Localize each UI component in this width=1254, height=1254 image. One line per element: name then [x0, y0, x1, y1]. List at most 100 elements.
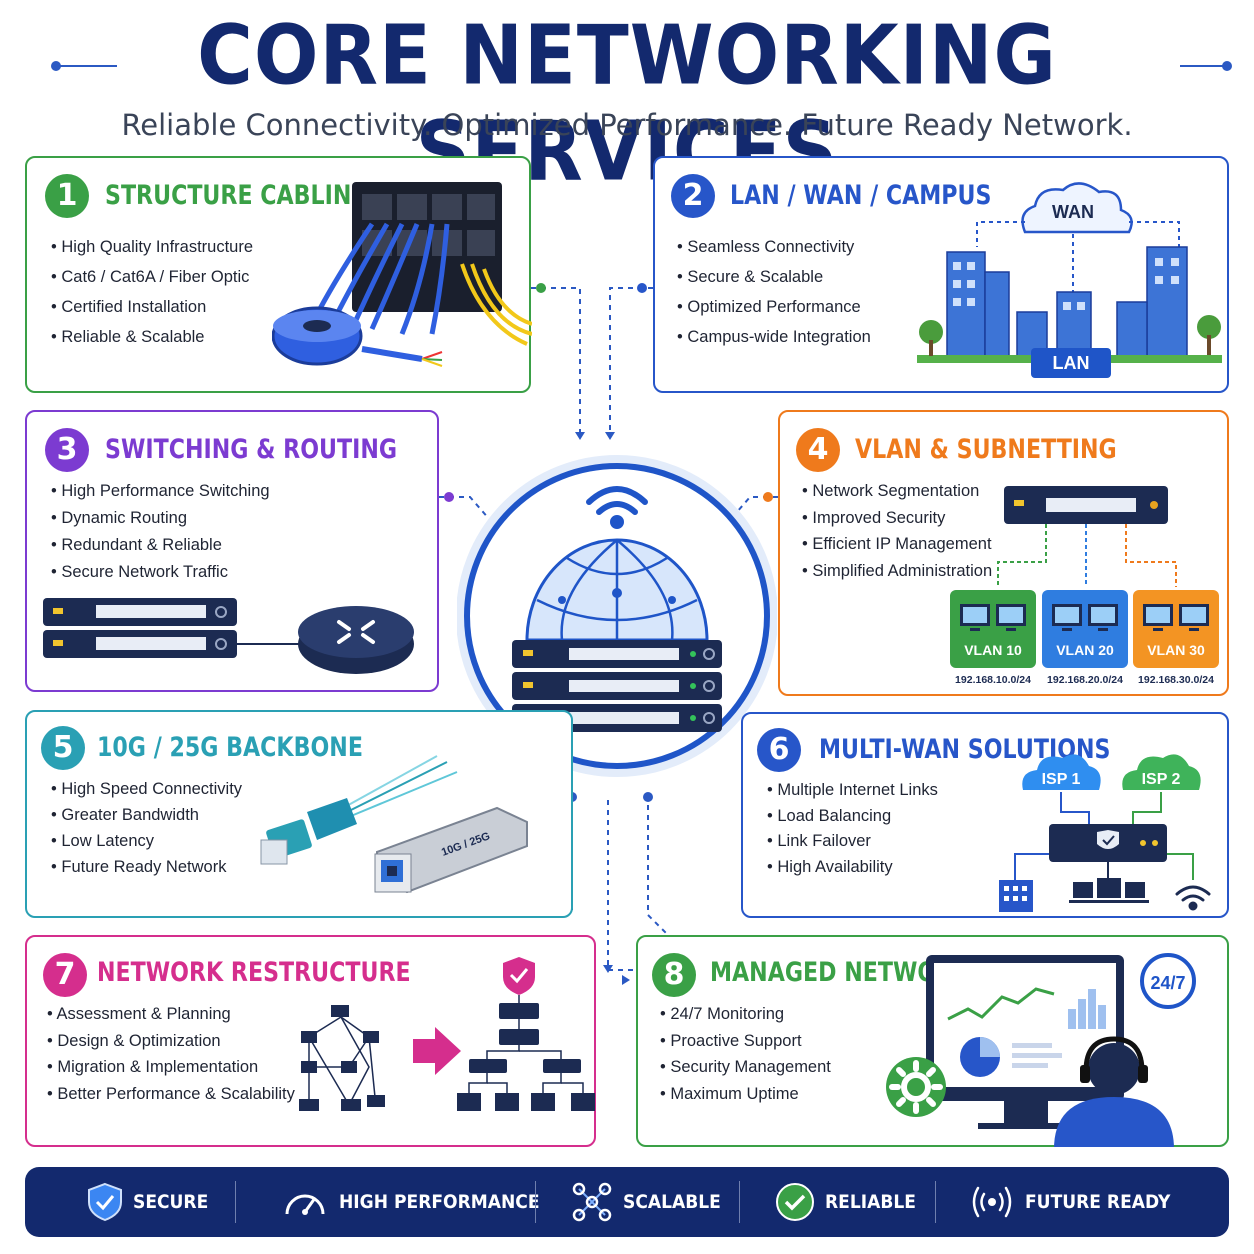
- card-number-badge: 7: [43, 953, 87, 997]
- vlan-name: VLAN 10: [964, 642, 1022, 658]
- router-icon: [1049, 824, 1167, 862]
- divider: [535, 1181, 536, 1223]
- bullet-item: Simplified Administration: [802, 558, 992, 585]
- card-lan-wan-campus: 2 LAN / WAN / CAMPUS Seamless Connectivi…: [653, 156, 1229, 393]
- isp-2-label: ISP 2: [1142, 771, 1181, 788]
- card-title: SWITCHING & ROUTING: [105, 434, 398, 465]
- router-icon: [298, 606, 414, 674]
- vlan-box-10: VLAN 10: [950, 590, 1036, 668]
- bullet-item: Certified Installation: [51, 292, 253, 322]
- isp-1-cloud-icon: ISP 1: [1022, 754, 1101, 790]
- bullet-item: Security Management: [660, 1054, 831, 1081]
- feature-label: SECURE: [133, 1191, 209, 1213]
- card-number-badge: 2: [671, 174, 715, 218]
- bullet-item: Proactive Support: [660, 1028, 831, 1055]
- bullet-item: Design & Optimization: [47, 1028, 295, 1055]
- divider: [235, 1181, 236, 1223]
- campus-network-illustration: WAN LAN: [917, 182, 1222, 378]
- features-bar: SECURE HIGH PERFORMANCE SCALABLE RELIABL…: [25, 1167, 1229, 1237]
- vlan-box-20: VLAN 20: [1042, 590, 1128, 668]
- card-backbone: 5 10G / 25G BACKBONE High Speed Connecti…: [25, 710, 573, 918]
- title-decoration-left: [51, 61, 117, 71]
- bullet-item: High Speed Connectivity: [51, 776, 242, 802]
- card-title: LAN / WAN / CAMPUS: [730, 180, 992, 211]
- bullet-item: Reliable & Scalable: [51, 322, 253, 352]
- vlan-subnet: 192.168.10.0/24: [955, 674, 1031, 686]
- sfp-module-icon: 10G / 25G: [374, 806, 528, 894]
- card-title: VLAN & SUBNETTING: [855, 434, 1117, 465]
- 247-support-icon: 24/7: [1140, 953, 1196, 1009]
- card-vlan-subnetting: 4 VLAN & SUBNETTING Network Segmentation…: [778, 410, 1229, 696]
- globe-icon: [525, 538, 709, 642]
- speedometer-icon: [285, 1194, 325, 1215]
- card-title: 10G / 25G BACKBONE: [97, 732, 363, 763]
- card-number-badge: 5: [41, 726, 85, 770]
- page-title: CORE NETWORKING SERVICES: [197, 6, 1057, 200]
- title-decoration-right: [1180, 61, 1232, 71]
- card-number-badge: 8: [652, 953, 696, 997]
- card-switching-routing: 3 SWITCHING & ROUTING High Performance S…: [25, 410, 439, 692]
- bullet-item: Efficient IP Management: [802, 531, 992, 558]
- card-managed-network: 8 MANAGED NETWORK 24/7 Monitoring Proact…: [636, 935, 1229, 1147]
- isp-1-label: ISP 1: [1042, 771, 1081, 788]
- operator-avatar: [1054, 1036, 1174, 1147]
- monitor-icon: [926, 955, 1124, 1129]
- lan-label: LAN: [1053, 353, 1090, 373]
- building-icon: [999, 880, 1033, 912]
- bullet-item: Improved Security: [802, 505, 992, 532]
- divider: [739, 1181, 740, 1223]
- divider: [935, 1181, 936, 1223]
- isp-2-cloud-icon: ISP 2: [1122, 754, 1201, 790]
- fiber-connector-icon: [260, 798, 357, 865]
- computer-icon: [1069, 878, 1149, 903]
- feature-high-performance: HIGH PERFORMANCE: [281, 1167, 562, 1237]
- card-number-badge: 6: [757, 728, 801, 772]
- vlan-name: VLAN 20: [1056, 642, 1114, 658]
- card-number-badge: 4: [796, 428, 840, 472]
- bullet-item: Cat6 / Cat6A / Fiber Optic: [51, 262, 253, 292]
- wifi-icon: [586, 486, 648, 529]
- feature-label: SCALABLE: [623, 1191, 721, 1213]
- bullet-item: Optimized Performance: [677, 292, 871, 322]
- bullet-item: Migration & Implementation: [47, 1054, 295, 1081]
- support-247-label: 24/7: [1150, 973, 1185, 993]
- page-subtitle: Reliable Connectivity. Optimized Perform…: [121, 108, 1133, 142]
- vlan-box-30: VLAN 30: [1133, 590, 1219, 668]
- vlan-subnet: 192.168.20.0/24: [1047, 674, 1123, 686]
- card-number-badge: 3: [45, 428, 89, 472]
- feature-future-ready: FUTURE READY: [969, 1167, 1186, 1237]
- arrow-right-icon: [413, 1027, 461, 1075]
- feature-label: RELIABLE: [825, 1191, 916, 1213]
- bullet-item: Redundant & Reliable: [51, 532, 270, 559]
- bullet-item: Greater Bandwidth: [51, 802, 242, 828]
- multi-wan-illustration: ISP 1 ISP 2: [999, 754, 1211, 912]
- bullet-item: Dynamic Routing: [51, 505, 270, 532]
- central-hub-illustration: [457, 455, 777, 777]
- bullet-item: Future Ready Network: [51, 854, 242, 880]
- bullet-item: Campus-wide Integration: [677, 322, 870, 352]
- gear-icon: [886, 1057, 946, 1117]
- network-nodes-icon: [572, 1182, 612, 1222]
- shield-check-icon: [503, 957, 535, 995]
- feature-label: HIGH PERFORMANCE: [339, 1191, 540, 1213]
- bullet-item: Assessment & Planning: [47, 1001, 295, 1028]
- bullet-item: Network Segmentation: [802, 478, 992, 505]
- vlan-switch-illustration: [997, 486, 1177, 587]
- card-title: NETWORK RESTRUCTURE: [97, 957, 411, 988]
- bullet-item: Link Failover: [767, 829, 938, 855]
- bullet-item: Load Balancing: [767, 804, 938, 830]
- monitoring-desk-illustration: 24/7: [886, 953, 1196, 1147]
- bullet-item: Secure & Scalable: [677, 262, 871, 292]
- bullet-item: Low Latency: [51, 828, 242, 854]
- computer-pair-icon: [1052, 604, 1118, 631]
- switch-router-illustration: [43, 598, 414, 674]
- feature-label: FUTURE READY: [1025, 1191, 1171, 1213]
- wan-label: WAN: [1052, 202, 1094, 222]
- computer-pair-icon: [1143, 604, 1209, 631]
- fiber-transceiver-illustration: 10G / 25G: [260, 755, 528, 894]
- bullet-item: Multiple Internet Links: [767, 778, 938, 804]
- shield-check-icon: [88, 1182, 122, 1222]
- bullet-item: High Performance Switching: [51, 478, 269, 505]
- restructure-diagram-illustration: [299, 957, 595, 1111]
- bullet-item: Seamless Connectivity: [677, 232, 871, 262]
